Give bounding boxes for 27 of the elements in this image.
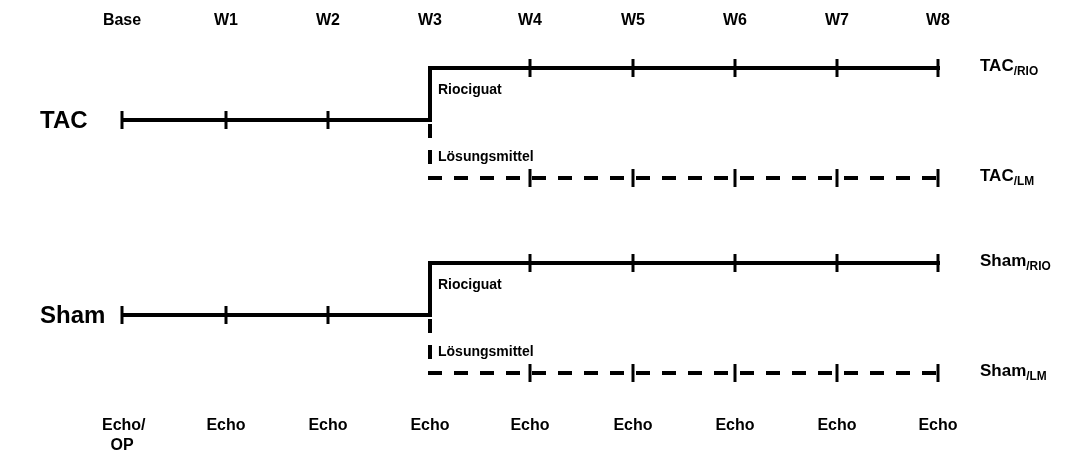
group-end-label: Sham$_{/LM}$ (940, 362, 1047, 384)
measurement-label: Echo (613, 415, 653, 435)
group-label: TAC (40, 108, 122, 132)
edge-label: Riociguat (436, 82, 504, 98)
edge-label: Lösungsmittel (436, 343, 536, 359)
measurement-label: Echo (510, 415, 550, 435)
time-point-label: W5 (621, 10, 645, 30)
group-label: Sham (40, 303, 122, 327)
group-end-label: TAC$_{/LM}$ (940, 167, 1035, 189)
group-end-label: Sham$_{/RIO}$ (940, 252, 1051, 274)
measurement-label: Echo (206, 415, 246, 435)
time-point-label: W4 (518, 10, 542, 30)
time-point-label: W2 (316, 10, 340, 30)
time-point-label: W7 (825, 10, 849, 30)
time-point-label: W8 (926, 10, 950, 30)
measurement-label: Echo (308, 415, 348, 435)
time-point-label: W3 (418, 10, 442, 30)
measurement-label: Echo (817, 415, 857, 435)
edge-label: Riociguat (436, 277, 504, 293)
time-point-label: W1 (214, 10, 238, 30)
measurement-label: Echo (715, 415, 755, 435)
time-point-label: Base (102, 10, 142, 30)
measurement-label: Echo (410, 415, 450, 435)
group-end-label: TAC$_{/RIO}$ (940, 57, 1039, 79)
edge-label: Lösungsmittel (436, 148, 536, 164)
measurement-label: Echo (918, 415, 958, 435)
time-point-label: W6 (723, 10, 747, 30)
